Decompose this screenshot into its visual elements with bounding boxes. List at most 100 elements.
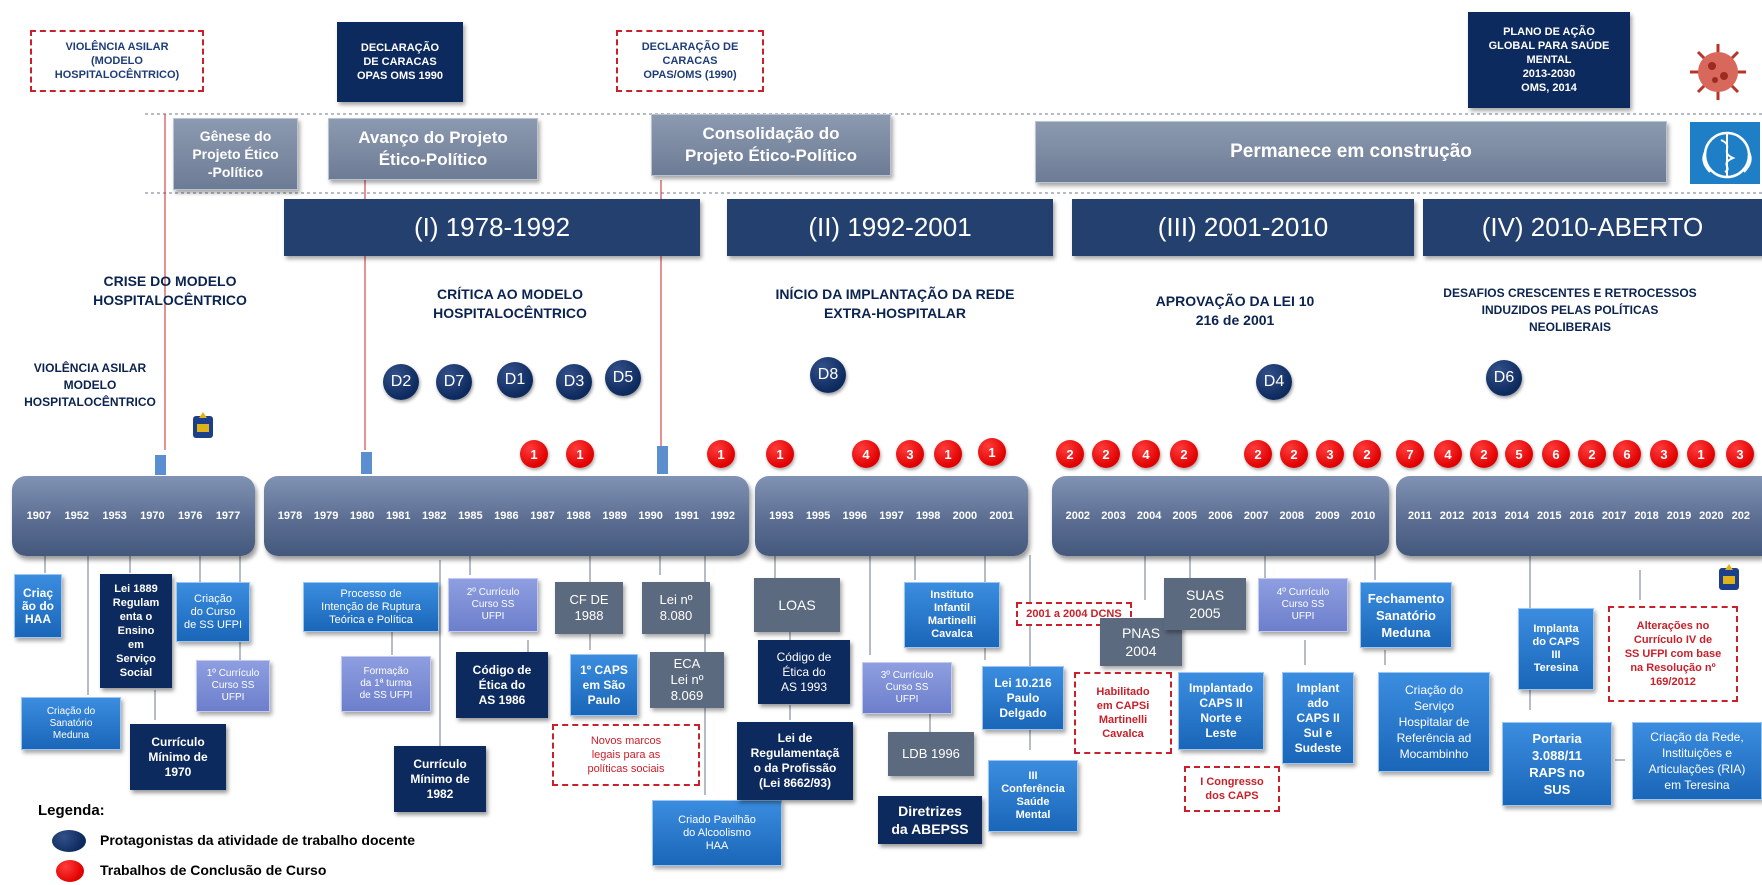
legend-docente-swatch <box>52 830 86 852</box>
event-curriculo-1970: Currículo Mínimo de 1970 <box>130 724 226 790</box>
tcc-count: 3 <box>1650 440 1678 468</box>
event-curriculo-1982: Currículo Mínimo de 1982 <box>394 746 486 812</box>
tcc-count: 2 <box>1244 440 1272 468</box>
event-alteracoes-curriculo: Alterações no Currículo IV de SS UFPI co… <box>1608 606 1738 702</box>
period-2: (II) 1992-2001 <box>727 199 1053 256</box>
timeline-marker <box>657 446 668 474</box>
year-label: 2006 <box>1208 510 1233 522</box>
event-ldb-1996: LDB 1996 <box>888 732 974 776</box>
year-label: 2012 <box>1439 510 1465 522</box>
year-label: 2011 <box>1407 510 1432 522</box>
event-novos-marcos: Novos marcos legais para as políticas so… <box>552 724 700 786</box>
event-servico-hospitalar: Criação do Serviço Hospitalar de Referên… <box>1378 672 1490 772</box>
year-label: 2014 <box>1504 510 1530 522</box>
year-label: 1996 <box>842 510 867 522</box>
year-label: 1995 <box>805 510 831 522</box>
event-primeiro-caps: 1º CAPS em São Paulo <box>570 654 638 716</box>
event-diretrizes-abepss: Diretrizes da ABEPSS <box>878 796 982 844</box>
legend-tcc-label: Trabalhos de Conclusão de Curso <box>100 862 327 878</box>
plano-acao-box: PLANO DE AÇÃO GLOBAL PARA SAÚDE MENTAL 2… <box>1468 12 1630 108</box>
virus-icon <box>1688 42 1748 102</box>
legend-title: Legenda: <box>38 802 105 819</box>
timeline-segment-1: 1907 1952 1953 1970 1976 1977 <box>12 476 255 556</box>
declaracao-caracas-note: DECLARAÇÃO DE CARACAS OPAS/OMS (1990) <box>616 30 764 92</box>
heading-aprovacao: APROVAÇÃO DA LEI 10 216 de 2001 <box>1155 293 1315 328</box>
year-label: 2015 <box>1537 510 1562 522</box>
event-iii-conferencia: III Conferência Saúde Mental <box>988 760 1078 832</box>
year-label: 1977 <box>215 510 241 522</box>
ufpi-emblem-icon <box>190 412 216 442</box>
tcc-count: 5 <box>1505 440 1533 468</box>
year-label: 1976 <box>177 510 203 522</box>
year-label: 2020 <box>1699 510 1724 522</box>
year-label: 1953 <box>102 510 127 522</box>
year-label: 1987 <box>530 510 555 522</box>
tcc-count: 1 <box>978 438 1006 466</box>
phase-avanco: Avanço do Projeto Ético-Político <box>328 118 538 180</box>
year-label: 1979 <box>313 510 339 522</box>
tcc-count: 4 <box>1132 440 1160 468</box>
docente-d4: D4 <box>1256 364 1292 400</box>
event-caps-ii-sul-sudeste: Implant ado CAPS II Sul e Sudeste <box>1282 672 1354 764</box>
heading-critica: CRÍTICA AO MODELO HOSPITALOCÊNTRICO <box>433 286 587 321</box>
period-4: (IV) 2010-ABERTO <box>1423 199 1762 256</box>
tcc-count: 3 <box>1726 440 1754 468</box>
year-label: 2003 <box>1101 510 1126 522</box>
event-terceiro-curriculo: 3º Currículo Curso SS UFPI <box>862 662 952 714</box>
event-caps-ii-norte-leste: Implantado CAPS II Norte e Leste <box>1178 672 1264 750</box>
tcc-count: 2 <box>1353 440 1381 468</box>
year-label: 1970 <box>140 510 165 522</box>
year-label: 2016 <box>1569 510 1594 522</box>
year-label: 1992 <box>710 510 736 522</box>
tcc-count: 2 <box>1578 440 1606 468</box>
phase-genese: Gênese do Projeto Ético -Político <box>173 118 298 190</box>
year-label: 1988 <box>566 510 591 522</box>
tcc-count: 3 <box>1316 440 1344 468</box>
timeline-marker <box>361 452 372 474</box>
heading-crise: CRISE DO MODELO HOSPITALOCÊNTRICO <box>93 273 247 308</box>
year-label: 1986 <box>494 510 519 522</box>
event-sanatorio-meduna: Criação do Sanatório Meduna <box>21 697 121 750</box>
phase-permanece: Permanece em construção <box>1035 121 1667 183</box>
year-label: 2019 <box>1666 510 1692 522</box>
year-label: 2000 <box>952 510 978 522</box>
event-portaria-raps: Portaria 3.088/11 RAPS no SUS <box>1502 722 1612 806</box>
tcc-count: 2 <box>1056 440 1084 468</box>
year-label: 1980 <box>349 510 375 522</box>
year-label: 2010 <box>1350 510 1376 522</box>
tcc-count: 1 <box>520 440 548 468</box>
tcc-count: 2 <box>1470 440 1498 468</box>
timeline-segment-2: 1978 1979 1980 1981 1982 1985 1986 1987 … <box>264 476 749 556</box>
year-label: 202 <box>1731 510 1750 522</box>
event-cf-1988: CF DE 1988 <box>555 582 623 634</box>
year-label: 2005 <box>1172 510 1198 522</box>
tcc-count: 4 <box>1434 440 1462 468</box>
year-label: 2007 <box>1243 510 1269 522</box>
event-pavilhao-alcoolismo: Criado Pavilhão do Alcoolismo HAA <box>652 800 782 866</box>
violencia-asilar-note: VIOLÊNCIA ASILAR (MODELO HOSPITALOCÊNTRI… <box>30 30 204 92</box>
period-3: (III) 2001-2010 <box>1072 199 1414 256</box>
year-label: 2013 <box>1472 510 1497 522</box>
event-criacao-haa: Criaç ão do HAA <box>14 574 62 638</box>
year-label: 1989 <box>602 510 627 522</box>
event-lei-8080: Lei nº 8.080 <box>642 582 710 634</box>
year-label: 2009 <box>1315 510 1340 522</box>
tcc-count: 1 <box>707 440 735 468</box>
who-logo-icon <box>1688 120 1762 186</box>
tcc-count: 1 <box>766 440 794 468</box>
heading-desafios: DESAFIOS CRESCENTES E RETROCESSOS INDUZI… <box>1443 286 1697 334</box>
year-label: 1993 <box>769 510 794 522</box>
event-eca: ECA Lei nº 8.069 <box>650 652 724 708</box>
year-label: 1998 <box>915 510 941 522</box>
docente-d8: D8 <box>810 357 846 393</box>
legend-tcc-swatch <box>56 860 84 882</box>
tcc-count: 7 <box>1396 440 1424 468</box>
event-congresso-caps: I Congresso dos CAPS <box>1184 766 1280 812</box>
event-criacao-curso: Criação do Curso de SS UFPI <box>176 582 250 642</box>
heading-inicio: INÍCIO DA IMPLANTAÇÃO DA REDE EXTRA-HOSP… <box>775 286 1015 321</box>
tcc-count: 2 <box>1280 440 1308 468</box>
phase-consolidacao: Consolidação do Projeto Ético-Político <box>651 114 891 176</box>
year-label: 2001 <box>989 510 1014 522</box>
year-label: 1982 <box>422 510 447 522</box>
docente-d1: D1 <box>497 362 533 398</box>
